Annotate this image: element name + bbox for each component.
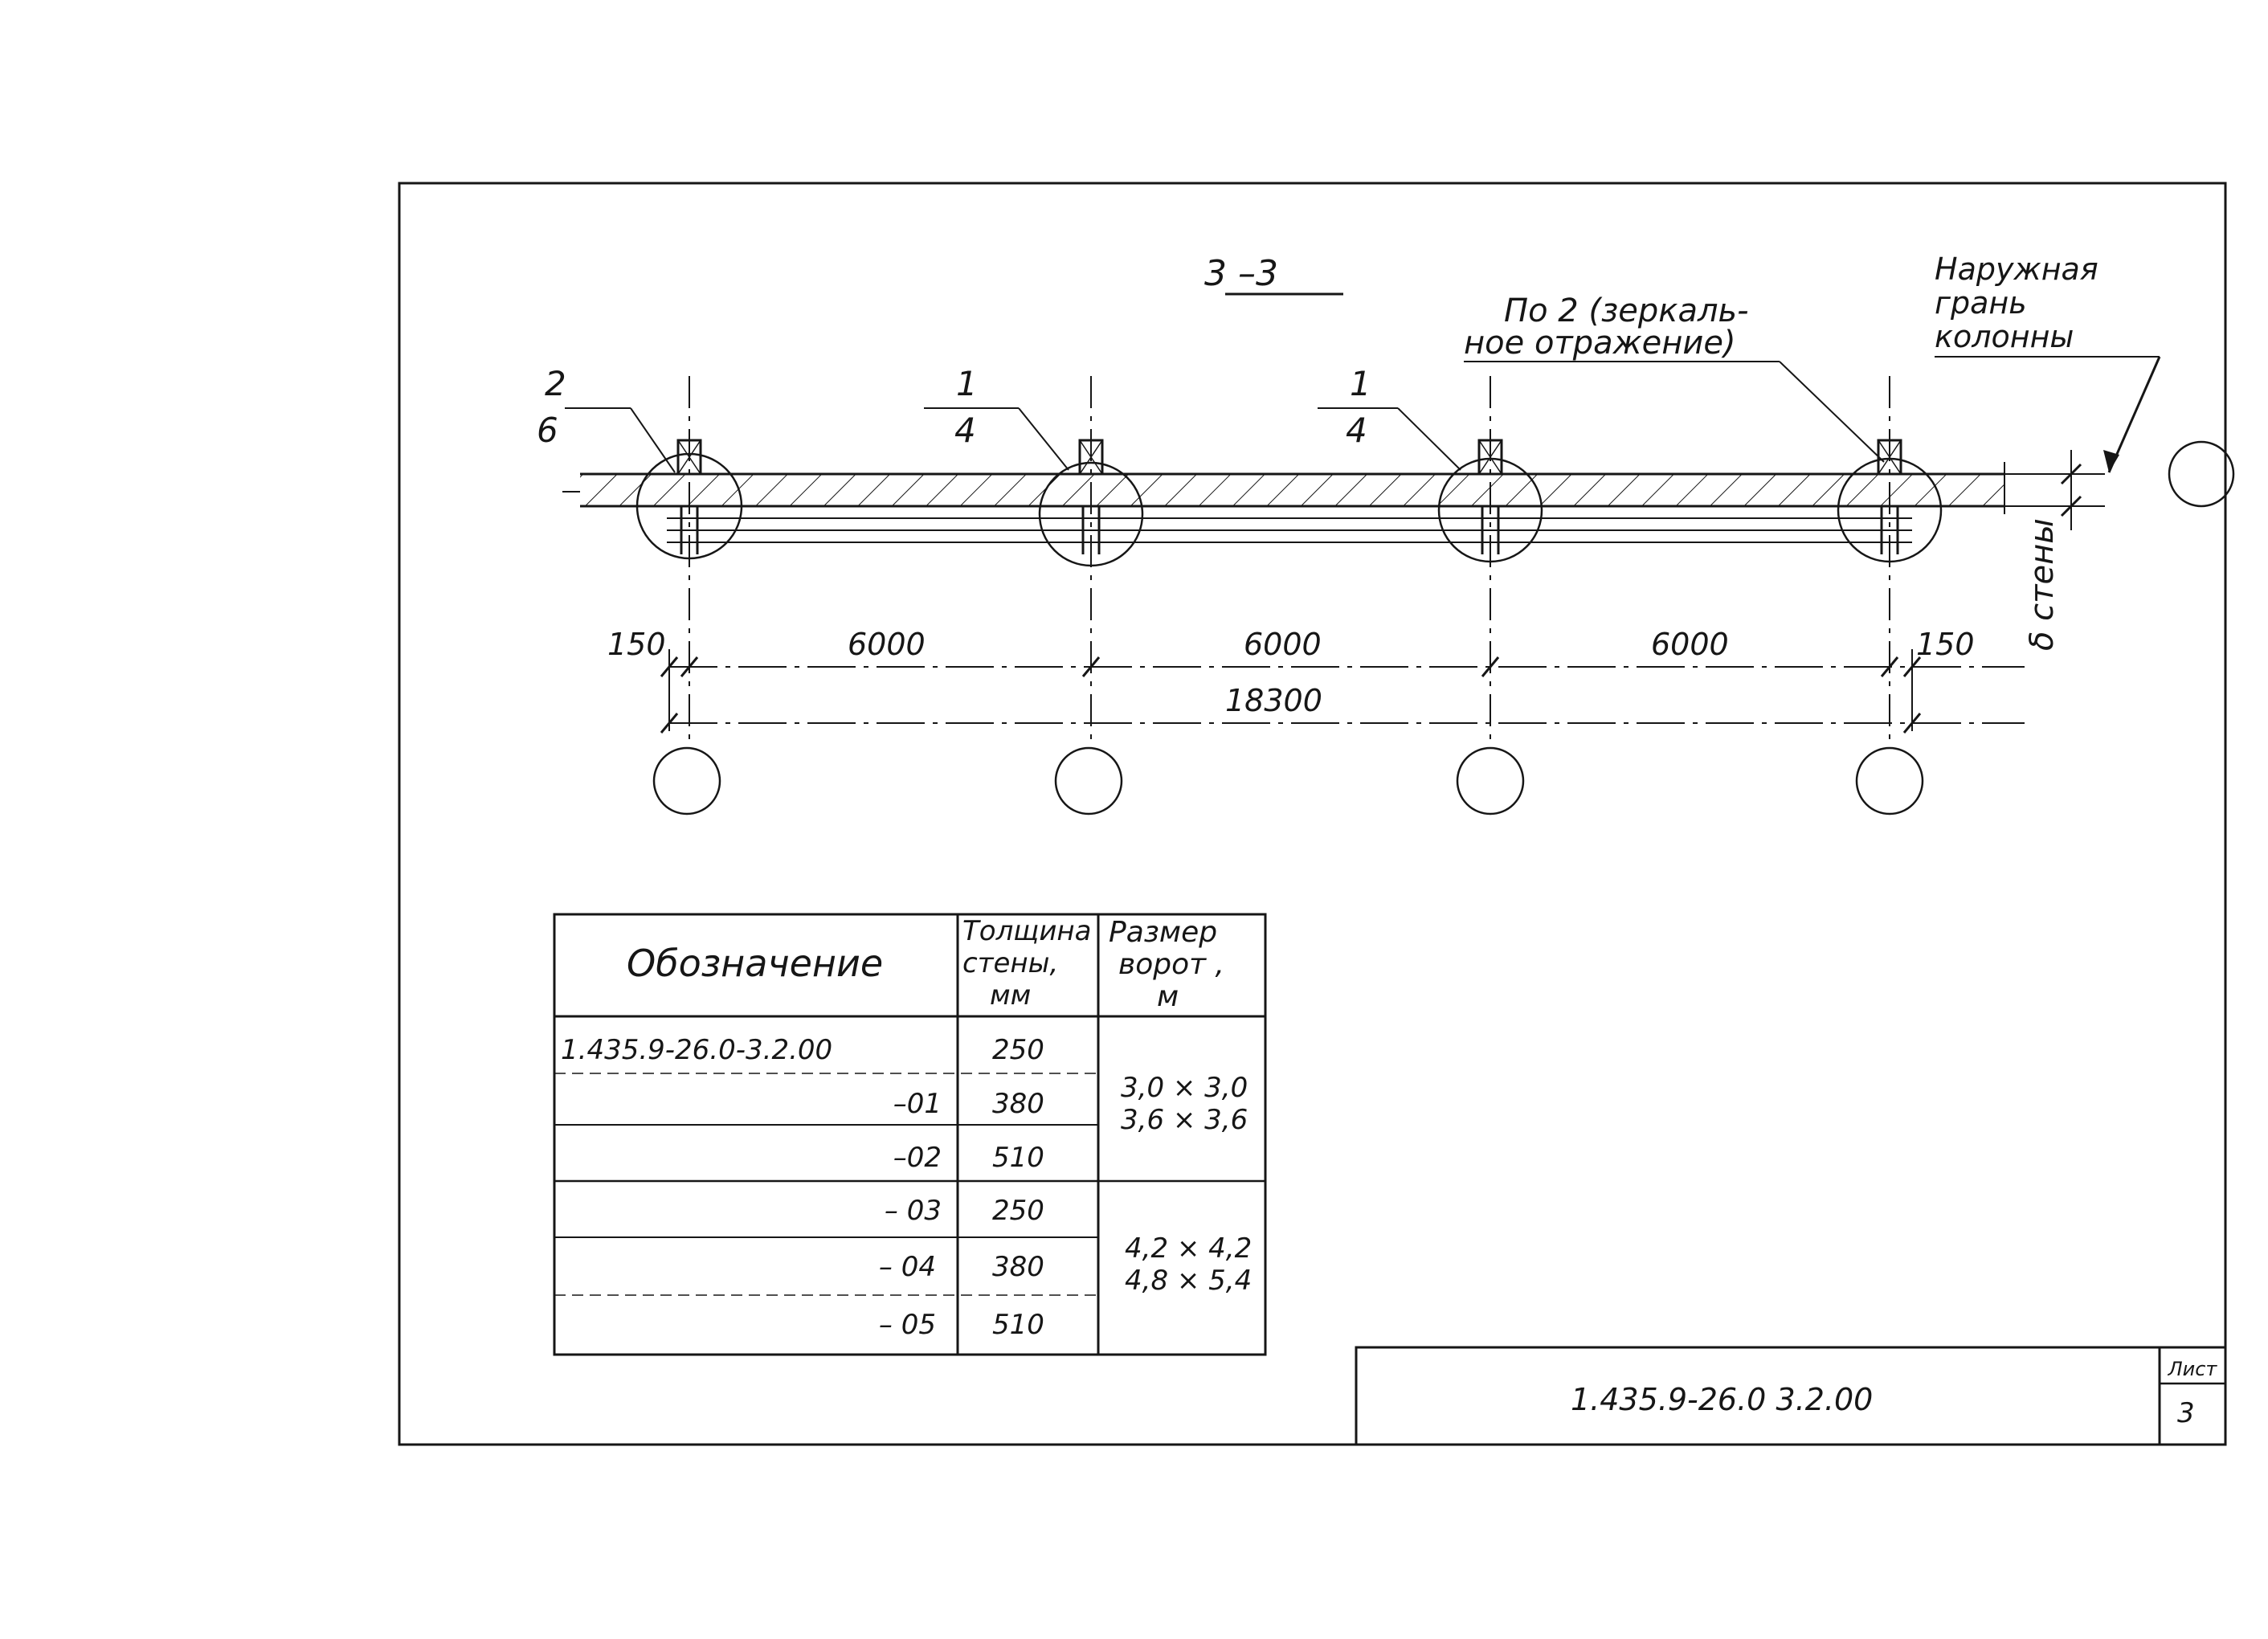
svg-text:150: 150: [607, 627, 666, 662]
row-6-thickness: 510: [992, 1309, 1044, 1341]
row-2-thickness: 380: [992, 1088, 1044, 1120]
row-5-thickness: 380: [992, 1251, 1044, 1283]
header-thickness-1: Толщина: [962, 915, 1092, 947]
svg-text:18300: 18300: [1225, 683, 1322, 718]
wall-hatch: [580, 474, 2004, 506]
axis-marker-right: [2168, 440, 2235, 508]
spec-table: Обозначение Толщина стены, мм Размер вор…: [553, 913, 1267, 1356]
svg-text:По 2 (зеркаль-: По 2 (зеркаль-: [1504, 292, 1749, 329]
title-block: 1.435.9-26.0 3.2.00 Лист 3: [1355, 1346, 2227, 1446]
outer-face-note: Наружная грань колонны: [1935, 251, 2235, 508]
svg-text:1: 1: [1350, 364, 1371, 403]
wall-thickness-dimension: δ стены: [2004, 450, 2105, 651]
svg-text:6000: 6000: [848, 627, 926, 662]
callout-2: 1 4: [924, 364, 1069, 471]
dimension-row: 150 6000 6000 6000 150 18300: [607, 627, 2025, 734]
column-node-3: [1437, 439, 1543, 563]
section-title: 3 –3: [1204, 253, 1278, 294]
svg-text:6000: 6000: [1651, 627, 1729, 662]
mirror-note: По 2 (зеркаль- ное отражение): [1464, 292, 1885, 463]
row-4-designation: – 03: [885, 1195, 942, 1227]
sheet-number: 3: [2177, 1397, 2195, 1429]
row-4-thickness: 250: [992, 1195, 1044, 1227]
svg-text:4: 4: [1346, 411, 1367, 450]
header-thickness-3: мм: [990, 979, 1031, 1012]
gate-group-2-line2: 4,8 × 5,4: [1125, 1265, 1252, 1297]
axis-markers: [652, 746, 1924, 815]
callout-3: 1 4: [1318, 364, 1461, 471]
column-axes: [689, 376, 1890, 743]
column-node-2: [1038, 439, 1144, 567]
row-6-designation: – 05: [879, 1309, 936, 1341]
svg-text:2: 2: [545, 364, 566, 403]
column-node-1: [635, 439, 743, 560]
header-thickness-2: стены,: [962, 947, 1058, 979]
svg-text:ное отражение): ное отражение): [1464, 325, 1736, 362]
header-gate-1: Размер: [1109, 916, 1217, 949]
svg-text:1: 1: [956, 364, 978, 403]
callout-1: 2 6: [537, 364, 676, 473]
gate-group-1-line2: 3,6 × 3,6: [1121, 1104, 1248, 1136]
header-designation: Обозначение: [627, 942, 883, 985]
row-2-designation: –01: [893, 1088, 942, 1120]
header-gate-3: м: [1157, 980, 1179, 1013]
svg-text:6: 6: [537, 411, 558, 450]
sheet-frame: [398, 182, 2227, 1446]
row-3-designation: –02: [893, 1142, 942, 1174]
svg-text:δ стены: δ стены: [2024, 518, 2061, 651]
gate-group-2-line1: 4,2 × 4,2: [1125, 1232, 1252, 1265]
row-1-thickness: 250: [992, 1034, 1044, 1066]
row-3-thickness: 510: [992, 1142, 1044, 1174]
svg-text:4: 4: [954, 411, 976, 450]
header-gate-2: ворот ,: [1118, 948, 1224, 981]
row-5-designation: – 04: [879, 1251, 936, 1283]
row-1-designation: 1.435.9-26.0-3.2.00: [561, 1034, 832, 1066]
svg-text:Наружная: Наружная: [1935, 251, 2098, 287]
svg-text:6000: 6000: [1244, 627, 1322, 662]
wall-layers: [562, 491, 1912, 543]
gate-group-1-line1: 3,0 × 3,0: [1121, 1072, 1248, 1104]
svg-text:грань: грань: [1935, 285, 2027, 321]
sheet-label: Лист: [2168, 1358, 2218, 1380]
svg-text:150: 150: [1916, 627, 1975, 662]
svg-text:колонны: колонны: [1935, 319, 2074, 354]
document-code: 1.435.9-26.0 3.2.00: [1571, 1382, 1873, 1417]
